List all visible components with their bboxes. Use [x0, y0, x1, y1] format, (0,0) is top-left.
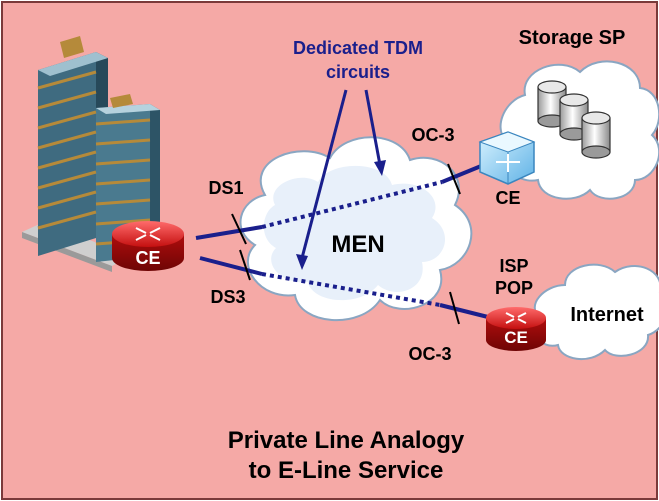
isp-ce-label: CE [504, 328, 528, 347]
pop-label: POP [495, 278, 533, 298]
ds1-link [195, 225, 263, 240]
callout-line-2: circuits [326, 62, 390, 82]
internet-label: Internet [570, 304, 644, 326]
storage-sp-label: Storage SP [519, 27, 626, 49]
isp-ce-router-icon [486, 307, 546, 351]
ds3-label: DS3 [210, 287, 245, 307]
ds1-label: DS1 [208, 178, 243, 198]
left-ce-router-icon [112, 221, 184, 271]
link-tick-marks [231, 163, 461, 325]
men-label: MEN [331, 231, 384, 258]
oc3-storage-label: OC-3 [411, 125, 454, 145]
arrowhead-icon [374, 160, 386, 176]
isp-label: ISP [499, 256, 528, 276]
callout-arrows [300, 89, 382, 259]
ds1-dotted-path [261, 180, 443, 229]
men-cloud [239, 136, 473, 321]
caption-line-1: Private Line Analogy [228, 427, 465, 454]
left-ce-label: CE [135, 248, 160, 268]
callout-line-1: Dedicated TDM [293, 38, 423, 58]
caption-line-2: to E-Line Service [249, 457, 444, 484]
oc3-isp-label: OC-3 [408, 344, 451, 364]
storage-disk-icon [581, 111, 611, 159]
storage-ce-switch-icon [478, 131, 536, 185]
oc3-storage-link [441, 162, 487, 184]
arrowhead-icon [296, 254, 308, 270]
office-building-icon [22, 36, 160, 272]
ds3-link [199, 256, 263, 276]
ds3-dotted-path [261, 272, 441, 307]
oc3-isp-link [439, 303, 493, 320]
storage-ce-label: CE [495, 188, 520, 208]
